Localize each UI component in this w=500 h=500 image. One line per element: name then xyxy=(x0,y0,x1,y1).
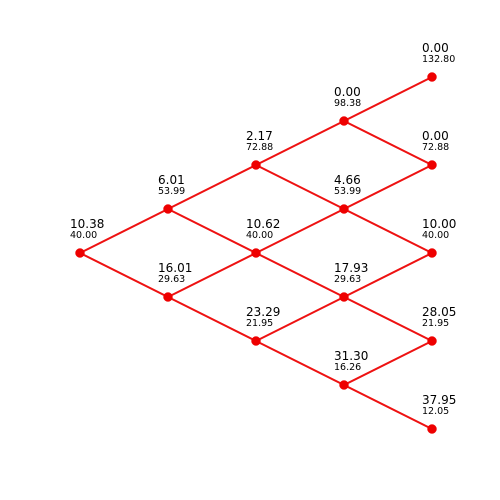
node-value-label: 31.30 xyxy=(334,349,368,363)
node-4-2 xyxy=(427,248,437,258)
node-price-label: 98.38 xyxy=(334,98,361,109)
edge-2-1-up xyxy=(255,208,345,254)
node-price-label: 16.26 xyxy=(334,362,361,373)
tree-edges xyxy=(79,76,433,430)
edge-0-0-up xyxy=(79,208,169,254)
node-price-label: 21.95 xyxy=(422,318,449,329)
node-value-label: 28.05 xyxy=(422,305,456,319)
node-1-0 xyxy=(163,204,173,214)
node-price-label: 53.99 xyxy=(158,186,185,197)
edge-0-0-down xyxy=(79,252,169,298)
node-4-3 xyxy=(427,336,437,346)
node-price-label: 72.88 xyxy=(246,142,273,153)
node-price-label: 132.80 xyxy=(422,54,455,65)
edge-1-0-up xyxy=(167,164,257,210)
edge-1-1-down xyxy=(167,296,257,342)
node-value-label: 10.38 xyxy=(70,217,104,231)
node-value-label: 10.00 xyxy=(422,217,456,231)
node-4-4 xyxy=(427,424,437,434)
edge-1-0-down xyxy=(167,208,257,254)
node-price-label: 72.88 xyxy=(422,142,449,153)
node-value-label: 4.66 xyxy=(334,173,361,187)
edge-3-1-down xyxy=(343,208,433,254)
node-price-label: 40.00 xyxy=(70,230,97,241)
node-3-1 xyxy=(339,204,349,214)
edge-2-2-up xyxy=(255,296,345,342)
node-4-1 xyxy=(427,160,437,170)
node-3-2 xyxy=(339,292,349,302)
edge-3-3-up xyxy=(343,340,433,386)
node-2-2 xyxy=(251,336,261,346)
node-2-1 xyxy=(251,248,261,258)
node-price-label: 12.05 xyxy=(422,406,449,417)
node-price-label: 40.00 xyxy=(246,230,273,241)
node-0-0 xyxy=(75,248,85,258)
edge-3-2-up xyxy=(343,252,433,298)
edge-2-1-down xyxy=(255,252,345,298)
node-value-label: 16.01 xyxy=(158,261,192,275)
tree-labels: 10.3840.006.0153.9916.0129.632.1772.8810… xyxy=(70,41,456,417)
node-1-1 xyxy=(163,292,173,302)
edge-3-0-up xyxy=(343,76,433,122)
node-value-label: 0.00 xyxy=(422,41,449,55)
edge-2-0-down xyxy=(255,164,345,210)
node-value-label: 6.01 xyxy=(158,173,185,187)
node-4-0 xyxy=(427,72,437,82)
edge-3-3-down xyxy=(343,384,433,430)
node-value-label: 0.00 xyxy=(334,85,361,99)
node-value-label: 23.29 xyxy=(246,305,280,319)
node-value-label: 10.62 xyxy=(246,217,280,231)
edge-1-1-up xyxy=(167,252,257,298)
edge-2-2-down xyxy=(255,340,345,386)
node-value-label: 0.00 xyxy=(422,129,449,143)
edge-2-0-up xyxy=(255,120,345,166)
node-price-label: 53.99 xyxy=(334,186,361,197)
edge-3-2-down xyxy=(343,296,433,342)
node-price-label: 29.63 xyxy=(334,274,361,285)
node-3-3 xyxy=(339,380,349,390)
node-price-label: 40.00 xyxy=(422,230,449,241)
node-value-label: 2.17 xyxy=(246,129,273,143)
node-value-label: 17.93 xyxy=(334,261,368,275)
tree-nodes xyxy=(75,72,437,434)
edge-3-1-up xyxy=(343,164,433,210)
node-price-label: 29.63 xyxy=(158,274,185,285)
edge-3-0-down xyxy=(343,120,433,166)
node-value-label: 37.95 xyxy=(422,393,456,407)
node-price-label: 21.95 xyxy=(246,318,273,329)
node-2-0 xyxy=(251,160,261,170)
node-3-0 xyxy=(339,116,349,126)
